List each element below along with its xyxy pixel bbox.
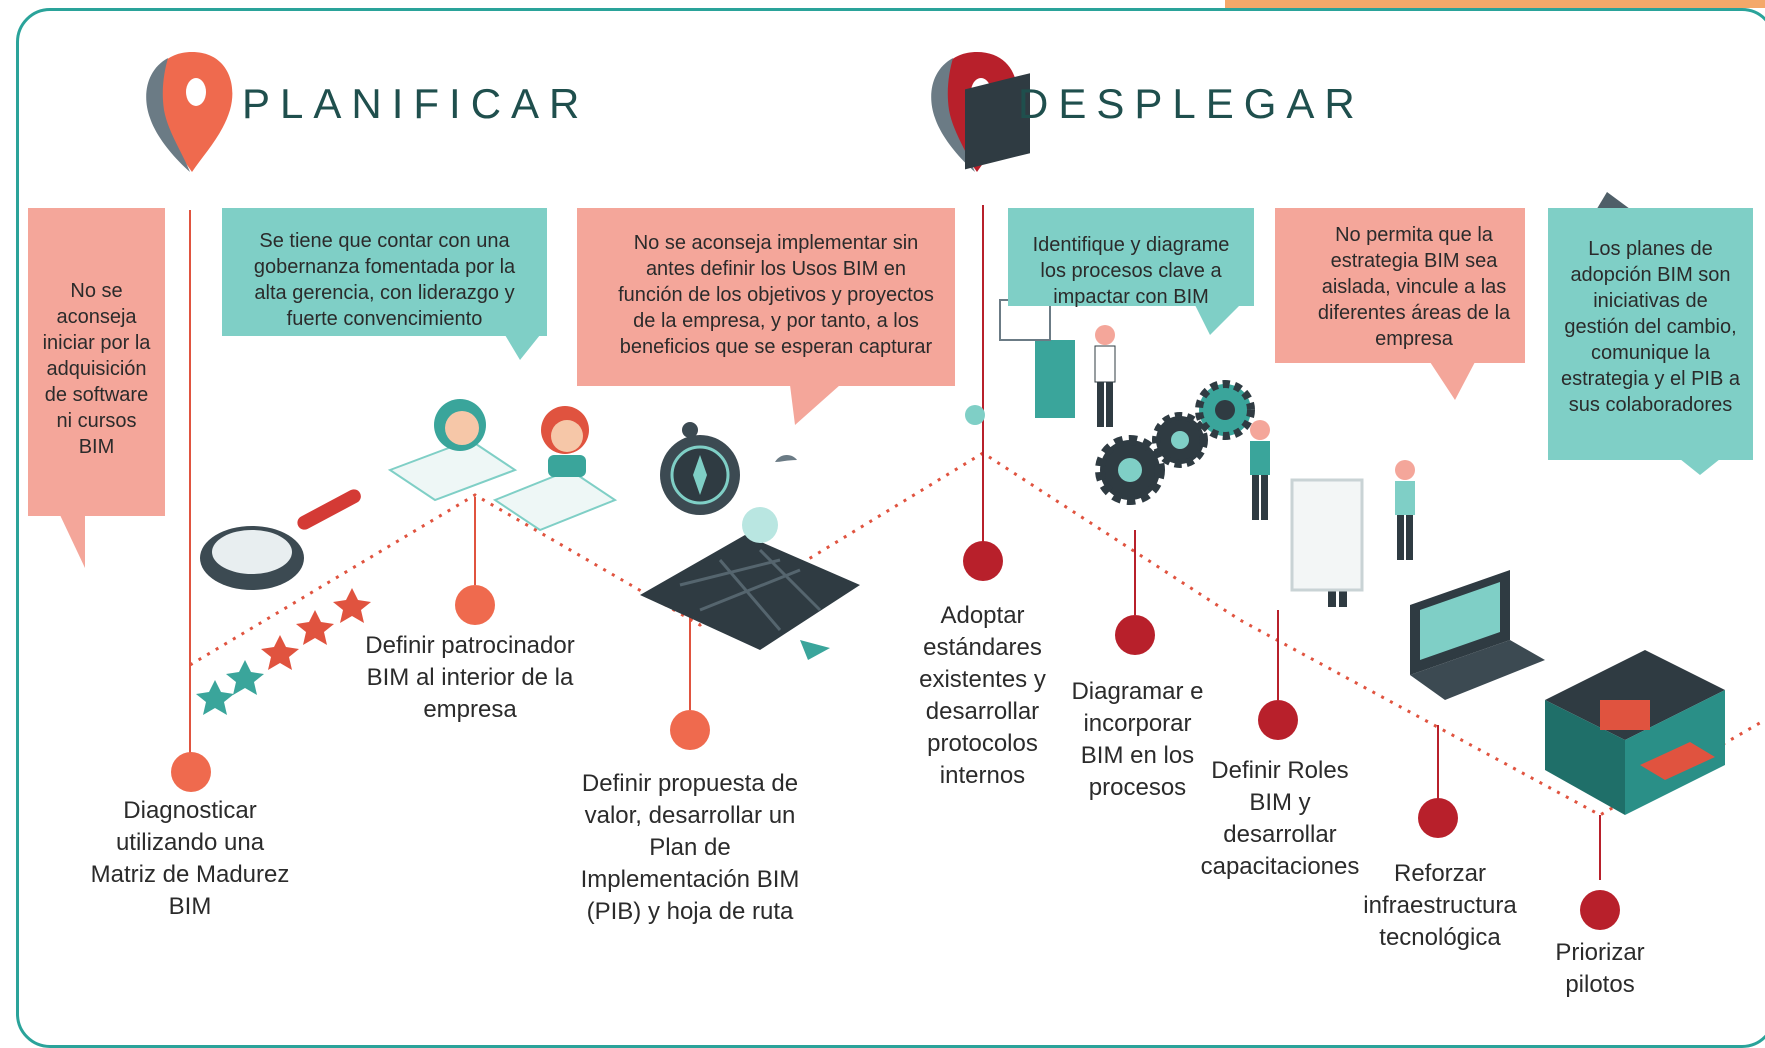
- milestone-dot: [963, 541, 1003, 581]
- star-icon: [333, 588, 371, 623]
- milestone-dot: [1580, 890, 1620, 930]
- note-text: No se aconseja implementar sin antes def…: [618, 232, 934, 358]
- star-icon: [296, 610, 334, 645]
- bubble-tail: [505, 335, 540, 360]
- person-icon: [1094, 325, 1116, 427]
- compass-icon: [660, 422, 740, 515]
- room-icon: [1545, 650, 1725, 815]
- warning-note: No se aconseja implementar sin antes def…: [577, 208, 955, 386]
- step-label: Reforzar infraestructura tecnológica: [1363, 860, 1517, 951]
- phase-title-planificar: PLANIFICAR: [242, 80, 590, 127]
- bubble-tail: [1430, 362, 1475, 400]
- note-text: No se aconseja iniciar por la adquisició…: [42, 280, 151, 458]
- map-icon: [640, 507, 860, 660]
- gear-icon: [1095, 435, 1165, 505]
- profile-card-icon: [387, 399, 518, 502]
- milestone-dot: [455, 585, 495, 625]
- milestone-dot: [1258, 700, 1298, 740]
- step-label: Diagramar e incorporar BIM en los proces…: [1071, 678, 1204, 801]
- step-label: Adoptar estándares existentes y desarrol…: [919, 602, 1046, 789]
- bubble-tail: [60, 515, 85, 568]
- person-icon: [1250, 420, 1270, 520]
- bubble-tail: [1195, 305, 1240, 335]
- warning-note: No permita que la estrategia BIM sea ais…: [1275, 208, 1525, 363]
- door-frame-icon: [1290, 478, 1364, 592]
- cloud-icon: [775, 455, 797, 462]
- person-icon: [1395, 460, 1415, 560]
- step-label: Diagnosticar utilizando una Matriz de Ma…: [90, 797, 290, 920]
- star-icon-row: [196, 588, 371, 715]
- note-text: No permita que la estrategia BIM sea ais…: [1317, 224, 1511, 350]
- folder-icon: [965, 73, 1075, 425]
- bubble-tail: [1675, 455, 1725, 475]
- note-text: Se tiene que contar con una gobernanza f…: [253, 230, 516, 330]
- tip-note: Los planes de adopción BIM son iniciativ…: [1548, 208, 1753, 460]
- location-pin-icon: [146, 52, 233, 172]
- gear-icon: [1152, 412, 1208, 468]
- bubble-tail: [790, 385, 840, 425]
- note-text: Identifique y diagrame los procesos clav…: [1032, 234, 1230, 308]
- star-icon: [261, 635, 299, 670]
- milestone-dot: [1115, 615, 1155, 655]
- star-icon: [226, 660, 264, 695]
- tip-note: Se tiene que contar con una gobernanza f…: [222, 208, 547, 336]
- laptop-icon: [1410, 570, 1545, 700]
- note-text: Los planes de adopción BIM son iniciativ…: [1561, 238, 1740, 416]
- milestone-dot: [670, 710, 710, 750]
- tip-note: Identifique y diagrame los procesos clav…: [1008, 208, 1254, 308]
- star-icon: [196, 680, 234, 715]
- profile-card-icon: [492, 406, 618, 532]
- milestone-dot: [171, 752, 211, 792]
- warning-note: No se aconseja iniciar por la adquisició…: [28, 208, 165, 516]
- step-label: Definir patrocinador BIM al interior de …: [365, 632, 575, 723]
- step-label: Definir Roles BIM y desarrollar capacita…: [1200, 757, 1360, 880]
- phase-title-desplegar: DESPLEGAR: [1018, 80, 1365, 127]
- step-label: Priorizar pilotos: [1555, 939, 1645, 998]
- gear-icon: [1195, 380, 1255, 440]
- magnifier-icon: [200, 489, 361, 590]
- milestone-dot: [1418, 798, 1458, 838]
- step-label: Definir propuesta de valor, desarrollar …: [580, 770, 800, 925]
- corner-tab-accent: [1225, 0, 1765, 8]
